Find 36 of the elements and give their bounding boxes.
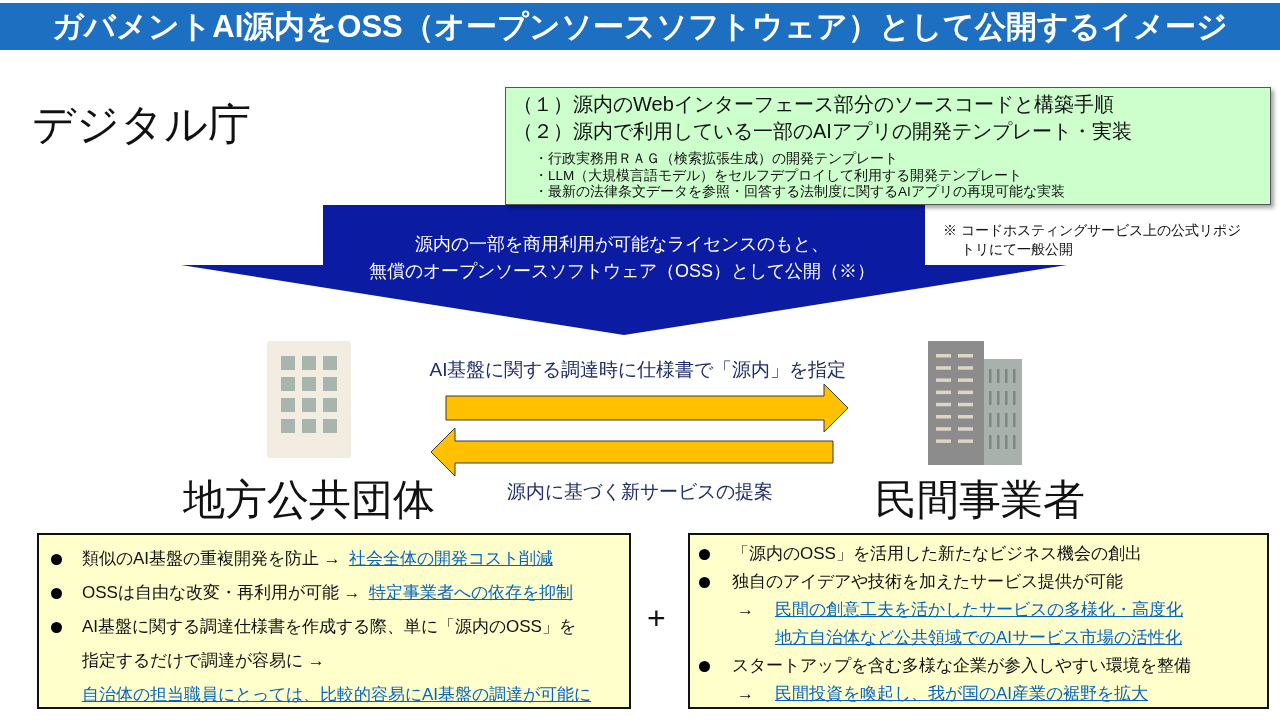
down-block-arrow <box>181 205 1067 335</box>
list-text: 類似のAI基盤の重複開発を防止 → <box>82 548 341 570</box>
footnote: ※ コードホスティングサービス上の公式リポジトリにて一般公開 <box>943 221 1242 259</box>
title-bar: ガバメントAI源内をOSS（オープンソースソフトウェア）として公開するイメージ <box>0 3 1280 50</box>
link: 民間の創意工夫を活かしたサービスの多様化・高度化 <box>775 599 1183 621</box>
link: 地方自治体など公共領域でのAIサービス市場の活性化 <box>775 627 1183 649</box>
edge-label: 源内に基づく新サービスの提案 <box>507 480 773 504</box>
plus-sign: + <box>647 599 666 638</box>
arrow-text: → <box>737 683 754 705</box>
list-text: 「源内のOSS」を活用した新たなビジネス機会の創出 <box>732 543 1142 565</box>
benefit-panel <box>688 533 1269 709</box>
node-caption: 民間事業者 <box>875 475 1085 525</box>
bullet-item: ・行政実務用ＲＡＧ（検索拡張生成）の開発テンプレート <box>534 151 898 168</box>
node-caption: 地方公共団体 <box>183 475 435 525</box>
edge-label: 源内の一部を商用利用が可能なライセンスのもと、無償のオープンソースソフトウェア（OSS）として公開（※） <box>368 233 876 283</box>
block-arrow <box>445 383 849 433</box>
bullet-item: ・LLM（大規模言語モデル）をセルフデプロイして利用する開発テンプレート <box>534 167 1023 184</box>
list-text: AI基盤に関する調達仕様書を作成する際、単に「源内のOSS」を指定するだけで調達が容易に → <box>82 616 577 672</box>
list-text: OSSは自由な改変・再利用が可能 → <box>82 582 361 604</box>
building-icon <box>267 341 351 458</box>
numbered-item: （２）源内で利用している一部のAIアプリの開発テンプレート・実装 <box>513 119 1132 144</box>
link: 民間投資を喚起し、我が国のAI産業の裾野を拡大 <box>775 683 1149 705</box>
office-towers-icon <box>928 341 1022 465</box>
edge-label: AI基盤に関する調達時に仕様書で「源内」を指定 <box>429 358 847 382</box>
block-arrow <box>430 427 834 477</box>
benefit-panel <box>37 533 631 709</box>
arrow-text: → <box>737 599 754 621</box>
bullet-item: ・最新の法律条文データを参照・回答する法制度に関するAIアプリの再現可能な実装 <box>534 184 1065 201</box>
link: 特定事業者への依存を抑制 <box>368 582 573 604</box>
info-panel <box>505 87 1271 205</box>
list-text: 独自のアイデアや技術を加えたサービス提供が可能 <box>732 571 1123 593</box>
link: 社会全体の開発コスト削減 <box>348 548 553 570</box>
heading-text: デジタル庁 <box>32 99 251 150</box>
numbered-item: （１）源内のWebインターフェース部分のソースコードと構築手順 <box>513 92 1114 117</box>
list-text: スタートアップを含む多様な企業が参入しやすい環境を整備 <box>732 655 1191 677</box>
link: 自治体の担当職員にとっては、比較的容易にAI基盤の調達が可能に <box>82 684 592 706</box>
